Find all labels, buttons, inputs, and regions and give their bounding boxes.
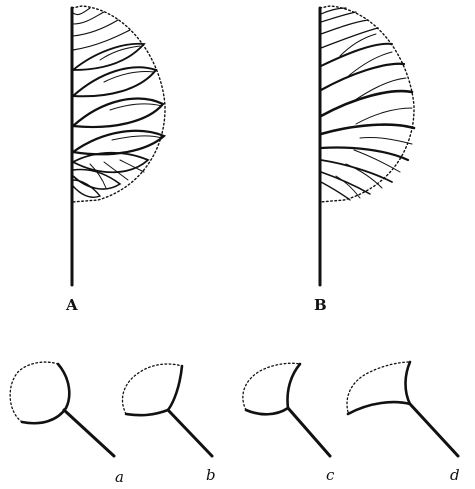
panel-b-branch-6 [321, 160, 392, 182]
small-b-vein-arc [126, 366, 182, 415]
panel-b-branch-1 [321, 44, 392, 66]
panel-b-arc-1 [340, 34, 376, 56]
panel-a-leaf-diagram [72, 6, 165, 285]
small-d-stem [410, 404, 458, 456]
small-a-stem [64, 410, 114, 456]
panel-a-lobe-3-vein [110, 104, 162, 110]
small-b-stem [168, 410, 212, 456]
small-c-vein-arc [246, 364, 300, 414]
panel-small-b [122, 364, 212, 456]
panel-b-branch-8 [321, 182, 350, 200]
small-c-dotted-outline [243, 363, 300, 410]
label-panel-b: B [314, 296, 327, 314]
panel-small-c [243, 363, 330, 456]
panel-a-vein-1 [72, 8, 90, 15]
panel-a-lobe-4-vein [112, 136, 162, 140]
panel-b-arc-4 [356, 108, 412, 124]
panel-b-dotted-outline [320, 6, 414, 202]
panel-small-a [10, 362, 114, 456]
panel-b-arc-5 [360, 137, 412, 144]
panel-b-vein-1 [321, 8, 346, 14]
panel-a-vein-5 [90, 164, 106, 188]
small-d-vein-arc [348, 362, 410, 414]
label-panel-a: A [65, 296, 78, 314]
panel-a-lobe-3 [73, 99, 163, 127]
panel-small-d [347, 362, 458, 456]
small-a-dotted-outline [10, 362, 58, 422]
panel-b-vein-2 [321, 12, 356, 22]
label-small-c: c [326, 466, 335, 484]
panel-a-lobe-4 [73, 131, 164, 154]
small-a-vein-arc [22, 364, 69, 423]
panel-b-branch-2 [321, 64, 404, 90]
panel-a-vein-4 [73, 30, 130, 50]
label-small-b: b [206, 466, 216, 484]
panel-b-branch-3 [321, 91, 412, 116]
panel-b-vein-3 [321, 20, 368, 34]
panel-b-leaf-diagram [320, 6, 414, 285]
panel-a-vein-2 [73, 12, 104, 24]
small-c-stem [288, 408, 330, 456]
small-b-dotted-outline [122, 364, 182, 414]
panel-a-vein-3 [73, 20, 118, 36]
label-small-a: a [115, 468, 124, 486]
panel-b-branch-4 [321, 125, 414, 134]
label-small-d: d [450, 466, 460, 484]
